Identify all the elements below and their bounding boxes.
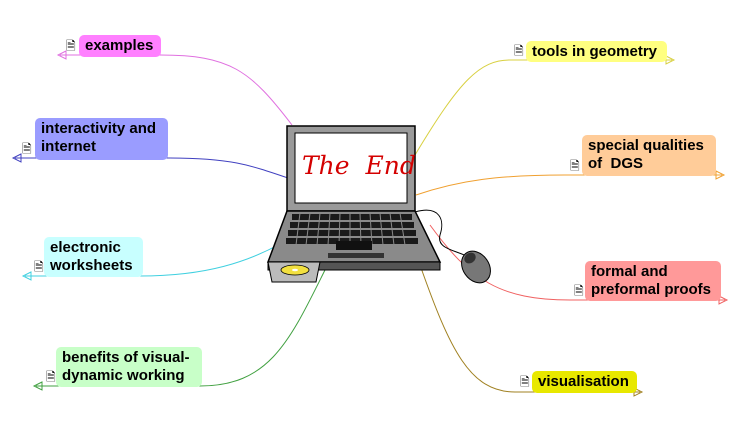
node-label: benefits of visual- dynamic working — [62, 349, 190, 384]
node-proofs[interactable]: formal and preformal proofs — [585, 261, 721, 301]
document-icon[interactable]: 🗎 — [520, 375, 530, 389]
node-label: electronic worksheets — [50, 239, 133, 274]
connector-tools — [414, 59, 672, 156]
node-label: visualisation — [538, 373, 629, 390]
laptop-screen-title: The End — [302, 151, 416, 180]
node-dgs[interactable]: special qualities of DGS — [582, 135, 716, 176]
document-icon[interactable]: 🗎 — [514, 44, 524, 58]
connector-proofs — [429, 224, 725, 301]
document-icon[interactable]: 🗎 — [46, 370, 56, 384]
node-label: formal and preformal proofs — [591, 263, 712, 298]
document-icon[interactable]: 🗎 — [570, 159, 580, 173]
document-icon[interactable]: 🗎 — [22, 142, 32, 156]
document-icon[interactable]: 🗎 — [574, 284, 584, 298]
node-benefits[interactable]: benefits of visual- dynamic working — [56, 347, 202, 387]
node-label: tools in geometry — [532, 43, 658, 60]
document-icon[interactable]: 🗎 — [34, 260, 44, 274]
connector-benefits — [36, 269, 326, 387]
document-icon[interactable]: 🗎 — [66, 39, 76, 53]
node-label: examples — [85, 37, 154, 54]
node-label: interactivity and internet — [41, 120, 157, 155]
node-visualisation[interactable]: visualisation — [532, 371, 637, 393]
arrowhead-interactivity — [11, 153, 22, 163]
connector-dgs — [415, 174, 722, 196]
node-tools[interactable]: tools in geometry — [526, 41, 667, 62]
laptop-illustration — [266, 125, 491, 284]
arrowhead-dgs — [715, 170, 726, 180]
connector-visualisation — [419, 264, 640, 393]
node-label: special qualities of DGS — [588, 137, 704, 172]
connector-interactivity — [15, 157, 289, 179]
connector-examples — [60, 54, 293, 126]
arrowhead-worksheets — [21, 271, 32, 281]
node-worksheets[interactable]: electronic worksheets — [44, 237, 143, 277]
arrowhead-benefits — [32, 381, 43, 391]
node-interactivity[interactable]: interactivity and internet — [35, 118, 168, 160]
node-examples[interactable]: examples — [79, 35, 161, 57]
arrowhead-examples — [56, 50, 67, 60]
